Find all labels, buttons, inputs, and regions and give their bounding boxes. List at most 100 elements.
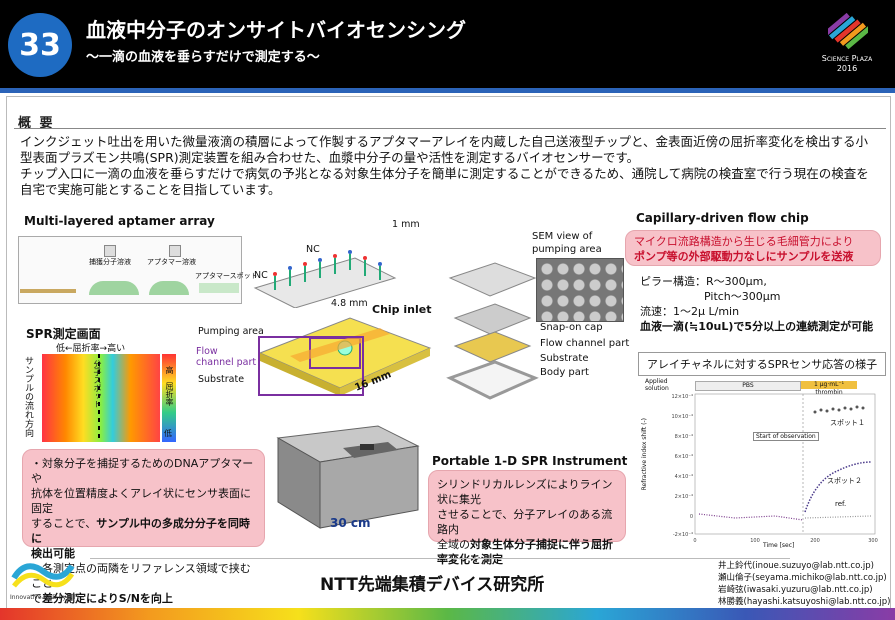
header-bar xyxy=(0,0,895,88)
ytick-6: 0 xyxy=(690,514,693,520)
header-accent-bar xyxy=(0,88,895,93)
instrument-dim-label: 30 cm xyxy=(330,516,371,530)
ytick-5: 2×10⁻⁴ xyxy=(675,494,693,500)
snap-cap-label: Snap-on cap xyxy=(540,322,603,333)
science-plaza-logo-icon xyxy=(828,12,868,50)
chip-inlet-label: Chip inlet xyxy=(372,303,432,316)
pillar-spec-1: ピラー構造：R～300μm, xyxy=(640,275,767,288)
capture-solution-label: 捕獲分子溶液 xyxy=(89,258,131,266)
chart-ylabel: Refractive index shift (-) xyxy=(641,418,648,491)
inkjet-nozzle-icon xyxy=(169,245,181,257)
pbs-bar: PBS xyxy=(695,381,801,391)
chart-plot: 12×10⁻⁴ 10×10⁻⁴ 8×10⁻⁴ 6×10⁻⁴ 4×10⁻⁴ 2×1… xyxy=(671,393,878,544)
start-observation-label: Start of observation xyxy=(753,432,819,441)
body-part-label: Body part xyxy=(540,367,589,378)
capillary-box-line2: ポンプ等の外部駆動力なしにサンプルを送液 xyxy=(634,250,854,263)
capillary-specs: ピラー構造：R～300μm, Pitch～300μm 流速：1～2μ L/min… xyxy=(640,274,873,334)
logo-tagline: Innovative R&D by NTT xyxy=(10,594,80,601)
xtick-3: 300 xyxy=(868,538,878,544)
instrument-heading: Portable 1-D SPR Instrument xyxy=(432,454,628,468)
flow-rate-spec: 流速：1～2μ L/min xyxy=(640,305,740,318)
spr-axis-top: 低←屈折率→高い xyxy=(56,344,126,354)
points-line4: 検出可能 xyxy=(31,547,75,560)
ytick-0: 12×10⁻⁴ xyxy=(671,394,693,400)
spr-legend-low: 低 xyxy=(164,429,172,438)
event-logo-line1: Science Plaza xyxy=(821,54,873,63)
contact-item: 林勝義(hayashi.katsuyoshi@lab.ntt.co.jp) xyxy=(718,597,891,607)
chip-highlight-box xyxy=(258,336,364,396)
ytick-1: 10×10⁻⁴ xyxy=(671,414,693,420)
sem-substrate-label: Substrate xyxy=(540,353,589,364)
event-logo-line2: 2016 xyxy=(836,64,858,73)
footer-divider xyxy=(90,558,790,559)
contact-item: 瀬山倫子(seyama.michiko@lab.ntt.co.jp) xyxy=(718,573,887,583)
sem-caption-line2: pumping area xyxy=(532,244,602,255)
instrument-line4: 率変化を測定 xyxy=(437,553,503,566)
spr-axis-left: サンプルの流れ方向 xyxy=(23,356,33,437)
ytick-7: -2×10⁻⁴ xyxy=(673,532,693,538)
aptamer-spot-label: アプタマースポット xyxy=(195,272,258,280)
overview-paragraph-2: チップ入口に一滴の血液を垂らすだけで病気の予兆となる対象生体分子を簡単に測定する… xyxy=(20,166,869,197)
chart-xlabel: Time [sec] xyxy=(763,542,795,549)
spr-colorbar xyxy=(162,354,176,442)
spr-legend-high: 高 屈折率 xyxy=(165,366,174,406)
ytick-2: 8×10⁻⁴ xyxy=(675,434,693,440)
exploded-chip-view xyxy=(446,262,539,400)
capillary-highlight-box: マイクロ流路構造から生じる毛細管力により ポンプ等の外部駆動力なしにサンプルを送… xyxy=(625,230,881,266)
page-subtitle: 〜一滴の血液を垂らすだけで測定する〜 xyxy=(86,50,320,65)
spot2-label: スポット２ xyxy=(827,477,862,485)
ref-label: ref. xyxy=(835,500,847,508)
flow-channel-part-label: Flow channel part xyxy=(540,338,630,349)
sem-caption: SEM view of pumping area xyxy=(532,230,602,256)
footer-rainbow-bar xyxy=(0,608,895,620)
contact-item: 岩崎弦(iwasaki.yuzuru@lab.ntt.co.jp) xyxy=(718,585,873,595)
dim-48mm-label: 4.8 mm xyxy=(331,298,368,309)
event-logo-text: Science Plaza 2016 xyxy=(812,54,882,74)
capillary-heading: Capillary-driven flow chip xyxy=(636,211,809,225)
response-chart: Applied solution PBS 1 μg·mL⁻¹ thrombin … xyxy=(641,378,885,550)
aptamer-array-3d xyxy=(253,250,397,308)
overview-text: インクジェット吐出を用いた微量液滴の積層によって作製するアプタマーアレイを内蔵し… xyxy=(20,134,880,198)
xtick-1: 100 xyxy=(750,538,760,544)
pillar-spec-2: Pitch～300μm xyxy=(704,290,781,303)
spr-instrument-image xyxy=(276,425,420,529)
molecule-spot-label: 分子スポット xyxy=(93,360,102,408)
blood-drop-spec: 血液一滴(≒10uL)で5分以上の連続測定が可能 xyxy=(640,320,874,333)
capillary-box-line1: マイクロ流路構造から生じる毛細管力により xyxy=(634,235,854,248)
flow-channel-label: Flow channel part xyxy=(196,346,257,368)
organization-name: NTT先端集積デバイス研究所 xyxy=(320,575,545,595)
page-title: 血液中分子のオンサイトバイオセンシング xyxy=(86,18,466,42)
xtick-2: 200 xyxy=(810,538,820,544)
analyte-bar: 1 μg·mL⁻¹ thrombin xyxy=(801,381,857,396)
applied-solution-label: Applied solution xyxy=(645,378,669,392)
key-points-box: ・対象分子を捕捉するためのDNAアプタマーや 抗体を位置精度よくアレイ状にセンサ… xyxy=(22,449,265,605)
instrument-line2: させることで、分子アレイのある流路内 xyxy=(437,508,613,536)
spr-heatmap xyxy=(42,354,160,442)
overview-heading: 概 要 xyxy=(18,116,55,131)
pumping-area-label: Pumping area xyxy=(198,326,264,337)
nc-label-1: NC xyxy=(254,270,268,281)
instrument-highlight-box: シリンドリカルレンズによりライン状に集光 させることで、分子アレイのある流路内 … xyxy=(428,470,626,566)
exhibit-number-badge: 33 xyxy=(8,13,72,77)
nc-label-2: NC xyxy=(306,244,320,255)
inkjet-nozzle-icon xyxy=(104,245,116,257)
points-line6: で差分測定によりS/Nを向上 xyxy=(31,592,173,605)
ntt-innovation-logo-icon xyxy=(11,563,75,588)
substrate-label: Substrate xyxy=(198,374,245,385)
dim-1mm-label: 1 mm xyxy=(392,219,420,230)
inkjet-process-diagram: 捕獲分子溶液 アプタマー溶液 アプタマースポット xyxy=(18,236,258,304)
points-line1: ・対象分子を捕捉するためのDNAアプタマーや xyxy=(31,457,254,485)
ytick-3: 6×10⁻⁴ xyxy=(675,454,693,460)
points-line3: することで、サンプル中の多成分分子を同時に xyxy=(31,517,250,545)
spot1-label: スポット１ xyxy=(830,419,865,427)
overview-paragraph-1: インクジェット吐出を用いた微量液滴の積層によって作製するアプタマーアレイを内蔵し… xyxy=(20,134,869,165)
instrument-line1: シリンドリカルレンズによりライン状に集光 xyxy=(437,478,613,506)
sem-image xyxy=(536,258,624,322)
contact-item: 井上鈴代(inoue.suzuyo@lab.ntt.co.jp) xyxy=(718,561,874,571)
instrument-line3: 全域の対象生体分子捕捉に伴う屈折 xyxy=(437,538,613,551)
overview-divider xyxy=(14,128,886,129)
aptamer-heading: Multi-layered aptamer array xyxy=(24,214,215,228)
sem-caption-line1: SEM view of xyxy=(532,231,593,242)
contact-list: 井上鈴代(inoue.suzuyo@lab.ntt.co.jp) 瀬山倫子(se… xyxy=(718,560,891,608)
aptamer-solution-label: アプタマー溶液 xyxy=(147,258,196,266)
